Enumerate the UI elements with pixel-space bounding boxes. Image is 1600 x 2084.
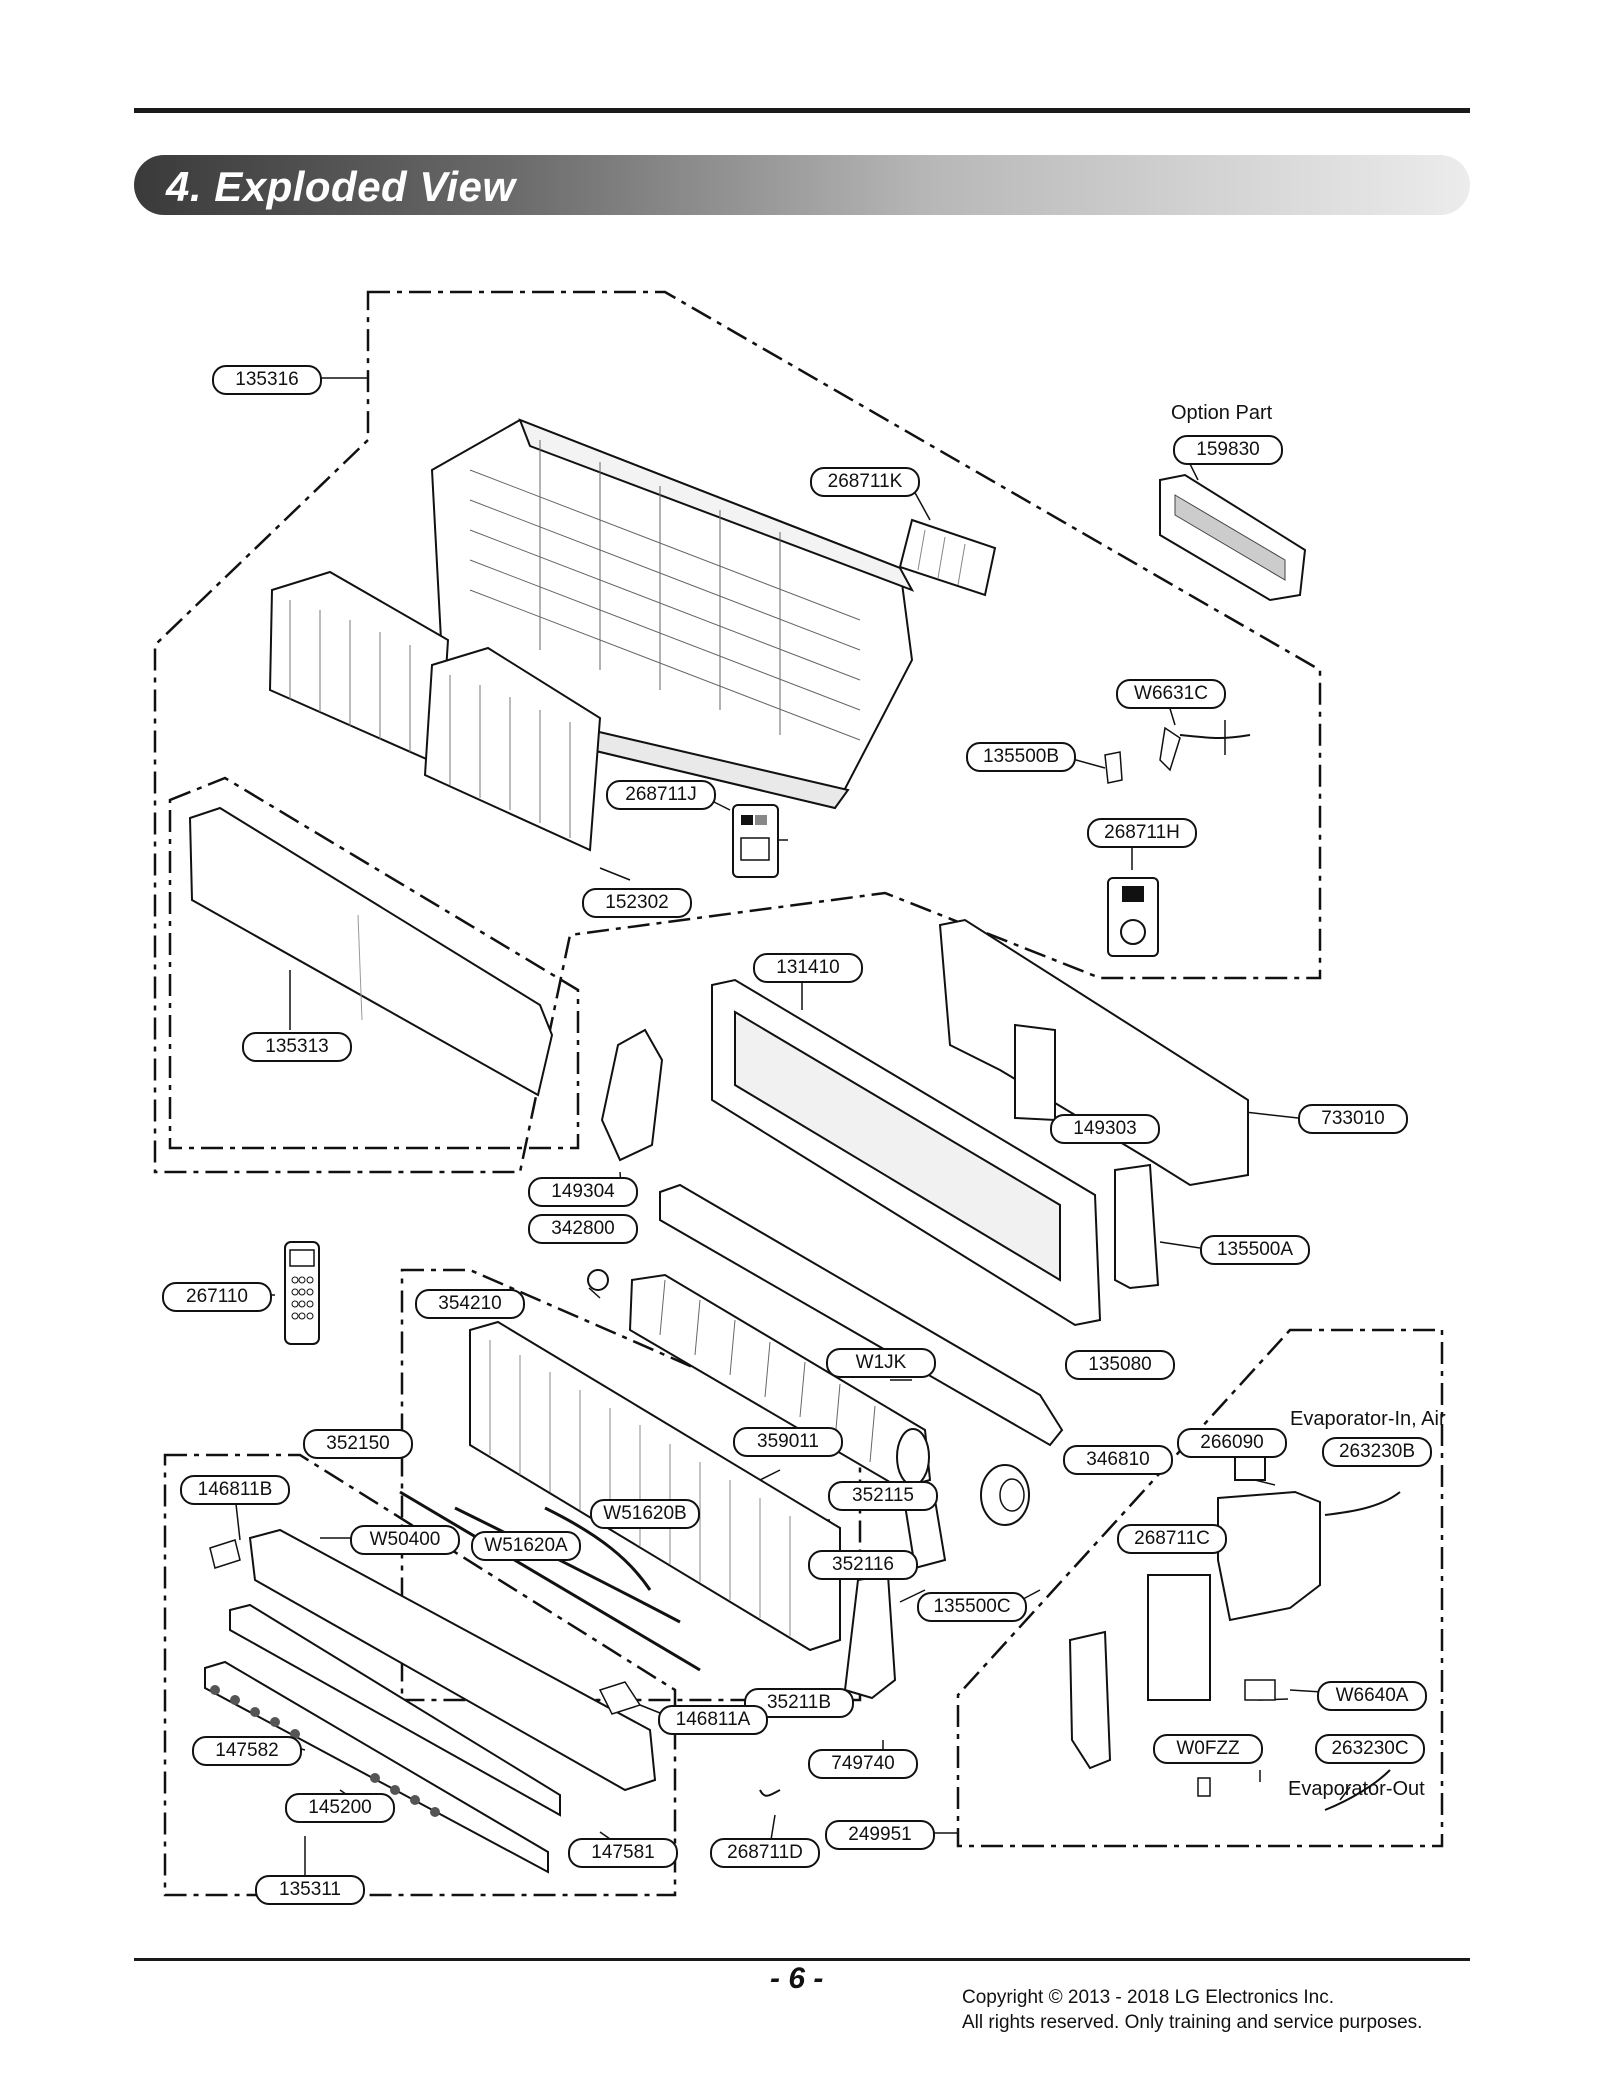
callout-147581: 147581 [568, 1838, 678, 1868]
callout-W6640A: W6640A [1317, 1681, 1427, 1711]
callout-263230B: 263230B [1322, 1437, 1432, 1467]
group-boundary-louver [163, 1453, 677, 1897]
callout-W0FZZ: W0FZZ [1153, 1734, 1263, 1764]
top-rule [134, 108, 1470, 113]
callout-159830: 159830 [1173, 435, 1283, 465]
callout-268711J: 268711J [606, 780, 716, 810]
callout-135500C: 135500C [917, 1592, 1027, 1622]
fan-motor [980, 1464, 1030, 1526]
callout-146811A: 146811A [658, 1705, 768, 1735]
installation-plate [938, 918, 1249, 1187]
bottom-rule [134, 1958, 1470, 1961]
callout-W6631C: W6631C [1116, 679, 1226, 709]
option-part-note: Option Part [1171, 402, 1273, 424]
louver-assembly [204, 1528, 657, 1874]
callout-268711K: 268711K [810, 467, 920, 497]
callout-145200: 145200 [285, 1793, 395, 1823]
copyright: Copyright © 2013 - 2018 LG Electronics I… [962, 1985, 1422, 2035]
callout-135500A: 135500A [1200, 1235, 1310, 1265]
remote-controller [284, 1241, 320, 1345]
callout-354210: 354210 [415, 1289, 525, 1319]
callout-135500B: 135500B [966, 742, 1076, 772]
evaporator-in-note: Evaporator-In, Air [1290, 1408, 1446, 1430]
callout-W51620B: W51620B [590, 1499, 700, 1529]
callout-342800: 342800 [528, 1214, 638, 1244]
callout-135316: 135316 [212, 365, 322, 395]
refrigerant-pipes [399, 1490, 701, 1672]
callout-267110: 267110 [162, 1282, 272, 1312]
callout-352115: 352115 [828, 1481, 938, 1511]
control-box [759, 1454, 1401, 1811]
callout-W50400: W50400 [350, 1525, 460, 1555]
callout-146811B: 146811B [180, 1475, 290, 1505]
callout-152302: 152302 [582, 888, 692, 918]
page-number: - 6 - [770, 1962, 824, 1995]
air-filters [268, 570, 602, 852]
section-title: 4. Exploded View [166, 163, 516, 210]
callout-346810: 346810 [1063, 1445, 1173, 1475]
callout-359011: 359011 [733, 1427, 843, 1457]
callout-135313: 135313 [242, 1032, 352, 1062]
group-boundary-control-box [956, 1328, 1444, 1848]
callout-149304: 149304 [528, 1177, 638, 1207]
callout-149303: 149303 [1050, 1114, 1160, 1144]
section-banner: 4. Exploded View [134, 155, 1470, 215]
callout-749740: 749740 [808, 1749, 918, 1779]
callout-W51620A: W51620A [471, 1531, 581, 1561]
cross-flow-fan [587, 1269, 932, 1490]
callout-135080: 135080 [1065, 1350, 1175, 1380]
option-part-module [1159, 473, 1307, 602]
callout-147582: 147582 [192, 1736, 302, 1766]
callout-135311: 135311 [255, 1875, 365, 1905]
callout-733010: 733010 [1298, 1104, 1408, 1134]
callout-268711D: 268711D [710, 1838, 820, 1868]
copyright-line-2: All rights reserved. Only training and s… [962, 2012, 1423, 2033]
callout-131410: 131410 [753, 953, 863, 983]
copyright-line-1: Copyright © 2013 - 2018 LG Electronics I… [962, 1987, 1335, 2008]
callout-352150: 352150 [303, 1429, 413, 1459]
cabinet-inner [600, 978, 1102, 1327]
callout-352116: 352116 [808, 1550, 918, 1580]
labels-and-sensors [732, 518, 1251, 957]
callout-263230C: 263230C [1315, 1734, 1425, 1764]
callout-268711H: 268711H [1087, 818, 1197, 848]
callout-249951: 249951 [825, 1820, 935, 1850]
callout-266090: 266090 [1177, 1428, 1287, 1458]
evaporator-out-note: Evaporator-Out [1288, 1778, 1425, 1800]
group-boundary-indoor-unit [153, 290, 1322, 1174]
front-panel [188, 806, 554, 1097]
vane-and-drain [659, 1163, 1160, 1447]
callout-268711C: 268711C [1117, 1524, 1227, 1554]
group-boundary-front-panel [168, 776, 580, 1150]
callout-W1JK: W1JK [826, 1348, 936, 1378]
